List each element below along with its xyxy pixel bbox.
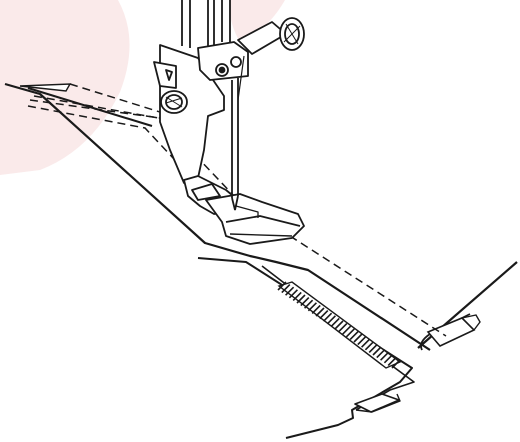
presser-foot [154, 0, 304, 244]
needle [232, 56, 244, 210]
